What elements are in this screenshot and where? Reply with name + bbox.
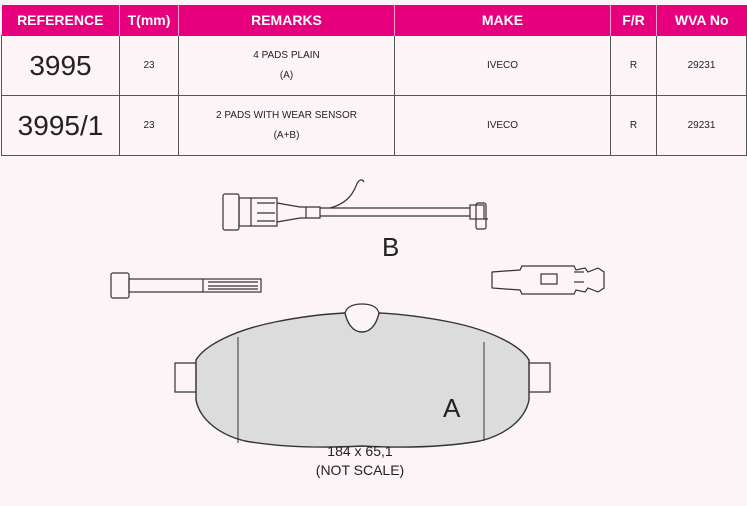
header-remarks: REMARKS bbox=[178, 5, 395, 36]
remarks-cell: 2 PADS WITH WEAR SENSOR (A+B) bbox=[178, 95, 395, 156]
table-header-row: REFERENCE T(mm) REMARKS MAKE F/R WVA No bbox=[1, 5, 747, 36]
header-fr: F/R bbox=[610, 5, 657, 36]
wear-sensor bbox=[222, 179, 488, 231]
brake-pad bbox=[174, 303, 551, 448]
label-b: B bbox=[382, 232, 400, 262]
header-reference: REFERENCE bbox=[1, 5, 120, 36]
header-thickness: T(mm) bbox=[119, 5, 179, 36]
wva-cell: 29231 bbox=[656, 95, 747, 156]
table-row: 3995/1 23 2 PADS WITH WEAR SENSOR (A+B) … bbox=[1, 95, 747, 156]
header-wva: WVA No bbox=[656, 5, 747, 36]
label-a: A bbox=[443, 393, 461, 423]
reference-cell: 3995 bbox=[1, 35, 120, 96]
fr-cell: R bbox=[610, 95, 657, 156]
header-make: MAKE bbox=[394, 5, 611, 36]
dimensions-text: 184 x 65,1 bbox=[327, 443, 393, 459]
reference-cell: 3995/1 bbox=[1, 95, 120, 156]
product-table: REFERENCE T(mm) REMARKS MAKE F/R WVA No … bbox=[1, 5, 747, 156]
wva-cell: 29231 bbox=[656, 35, 747, 96]
remarks-subtext: (A) bbox=[279, 69, 294, 81]
scale-note: (NOT SCALE) bbox=[315, 462, 405, 478]
remarks-subtext: (A+B) bbox=[273, 129, 300, 141]
bolt-part bbox=[110, 272, 262, 299]
fr-cell: R bbox=[610, 35, 657, 96]
clip-part bbox=[491, 265, 605, 295]
thickness-cell: 23 bbox=[119, 95, 179, 156]
thickness-cell: 23 bbox=[119, 35, 179, 96]
remarks-cell: 4 PADS PLAIN (A) bbox=[178, 35, 395, 96]
remarks-text: 2 PADS WITH WEAR SENSOR bbox=[216, 109, 357, 121]
remarks-text: 4 PADS PLAIN bbox=[253, 49, 320, 61]
